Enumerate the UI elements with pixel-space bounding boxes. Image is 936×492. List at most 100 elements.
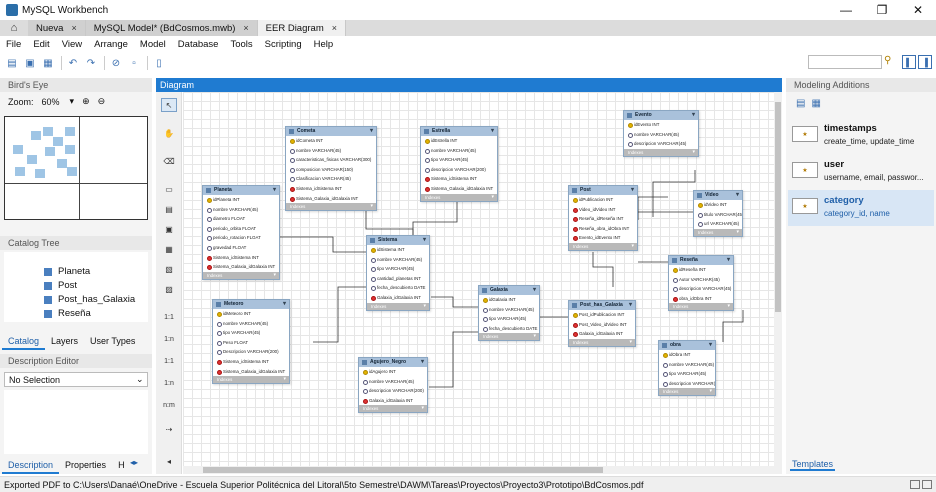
panel-toggle-icon[interactable]: [922, 480, 932, 489]
tab-properties[interactable]: Properties: [65, 460, 107, 470]
menu-help[interactable]: Help: [313, 38, 334, 50]
menu-edit[interactable]: Edit: [33, 38, 50, 50]
layer-icon[interactable]: ▭: [165, 184, 173, 194]
search-input[interactable]: [808, 55, 882, 69]
indexes-footer[interactable]: Indexes: [203, 271, 279, 279]
zoom-select[interactable]: 60%: [41, 96, 60, 107]
close-tab-icon[interactable]: ×: [331, 23, 337, 33]
minimize-button[interactable]: —: [840, 3, 852, 17]
close-tab-icon[interactable]: ×: [71, 23, 77, 33]
indexes-footer[interactable]: Indexes: [569, 338, 635, 346]
relationship-1-1-nonid-icon[interactable]: 1:1: [164, 357, 174, 365]
menu-tools[interactable]: Tools: [230, 38, 253, 50]
catalog-item-resena[interactable]: Reseña: [44, 308, 91, 319]
chevron-down-icon[interactable]: ▾: [69, 96, 75, 106]
scrollbar-thumb[interactable]: [775, 102, 781, 312]
hand-icon[interactable]: ✋: [164, 128, 174, 138]
horizontal-scrollbar[interactable]: [183, 466, 774, 474]
tab-catalog[interactable]: Catalog: [2, 334, 46, 350]
template-folder-icon[interactable]: ▦: [811, 98, 821, 109]
indexes-footer[interactable]: Indexes: [286, 203, 376, 211]
relationship-1-1-icon[interactable]: 1:1: [164, 313, 174, 321]
indexes-footer[interactable]: Indexes: [367, 302, 429, 310]
table-icon[interactable]: ▦: [165, 244, 173, 254]
birds-eye-minimap[interactable]: [4, 116, 148, 220]
zoom-out-icon[interactable]: ⊖: [97, 96, 106, 106]
close-tab-icon[interactable]: ×: [243, 23, 249, 33]
toggle-sidebar-icon[interactable]: ▌: [902, 55, 916, 69]
document-icon[interactable]: ▯: [156, 57, 162, 69]
eraser-icon[interactable]: ⌫: [163, 156, 175, 166]
indexes-footer[interactable]: Indexes: [479, 333, 539, 341]
relationship-1-n-icon[interactable]: 1:n: [164, 335, 174, 343]
toggle-panel-icon[interactable]: ▐: [918, 55, 932, 69]
tab-layers[interactable]: Layers: [51, 336, 79, 346]
menu-arrange[interactable]: Arrange: [94, 38, 128, 50]
undo-icon[interactable]: ↶: [68, 57, 78, 69]
tab-mysql-model[interactable]: MySQL Model* (BdCosmos.mwb)×: [85, 20, 258, 36]
relationship-n-m-icon[interactable]: n:m: [163, 401, 175, 409]
indexes-footer[interactable]: Indexes: [359, 405, 427, 413]
scrollbar-thumb[interactable]: [203, 467, 603, 473]
menu-view[interactable]: View: [61, 38, 83, 50]
sidebar-toggle-icon[interactable]: [910, 480, 920, 489]
menu-model[interactable]: Model: [139, 38, 166, 50]
tab-nueva[interactable]: Nueva×: [28, 20, 86, 36]
tab-templates[interactable]: Templates: [790, 459, 836, 471]
description-select[interactable]: No Selection: [4, 372, 148, 387]
save-icon[interactable]: ▦: [43, 57, 53, 69]
relationship-1-n-nonid-icon[interactable]: 1:n: [164, 379, 174, 387]
vertical-scrollbar[interactable]: [774, 92, 782, 474]
chevron-down-icon[interactable]: ⌄: [136, 374, 144, 384]
zoom-in-icon[interactable]: ⊕: [82, 96, 90, 106]
indexes-footer[interactable]: Indexes: [659, 388, 715, 396]
text-note-icon[interactable]: ▤: [165, 204, 173, 214]
indexes-footer[interactable]: Indexes: [213, 376, 289, 384]
redo-icon[interactable]: ↷: [86, 57, 96, 69]
relationship-existing-icon[interactable]: ⇢: [165, 424, 173, 434]
collapse-palette-icon[interactable]: ◂: [166, 456, 171, 466]
menu-scripting[interactable]: Scripting: [264, 38, 302, 50]
tab-user-types[interactable]: User Types: [90, 336, 136, 346]
pointer-icon[interactable]: ↖: [161, 98, 177, 112]
home-icon[interactable]: ⌂: [10, 22, 18, 34]
image-icon[interactable]: ▣: [165, 224, 173, 234]
tab-history[interactable]: H: [118, 460, 125, 470]
menu-file[interactable]: File: [6, 38, 22, 50]
view-icon[interactable]: ▧: [165, 264, 173, 274]
maximize-button[interactable]: ❐: [876, 3, 888, 17]
catalog-item-post-has-galaxia[interactable]: Post_has_Galaxia: [44, 294, 135, 305]
edit-template-icon[interactable]: ▤: [796, 98, 806, 109]
align-grid-icon[interactable]: ▫: [132, 57, 136, 69]
indexes-footer[interactable]: Indexes: [569, 242, 637, 250]
new-file-icon[interactable]: ▤: [7, 57, 17, 69]
indexes-footer[interactable]: Indexes: [694, 228, 742, 236]
tab-description[interactable]: Description: [2, 458, 60, 474]
close-button[interactable]: ✕: [912, 3, 924, 17]
routine-group-icon[interactable]: ▨: [165, 284, 173, 294]
open-folder-icon[interactable]: ▣: [25, 57, 35, 69]
indexes-footer[interactable]: Indexes: [624, 148, 698, 156]
tab-scroll-icon[interactable]: ◂▸: [130, 458, 139, 467]
tab-eer-diagram[interactable]: EER Diagram×: [257, 20, 346, 36]
description-text-area[interactable]: [4, 390, 148, 454]
indexes-footer[interactable]: Indexes: [421, 193, 497, 201]
indexes-footer[interactable]: Indexes: [669, 303, 733, 311]
menu-database[interactable]: Database: [177, 38, 219, 50]
